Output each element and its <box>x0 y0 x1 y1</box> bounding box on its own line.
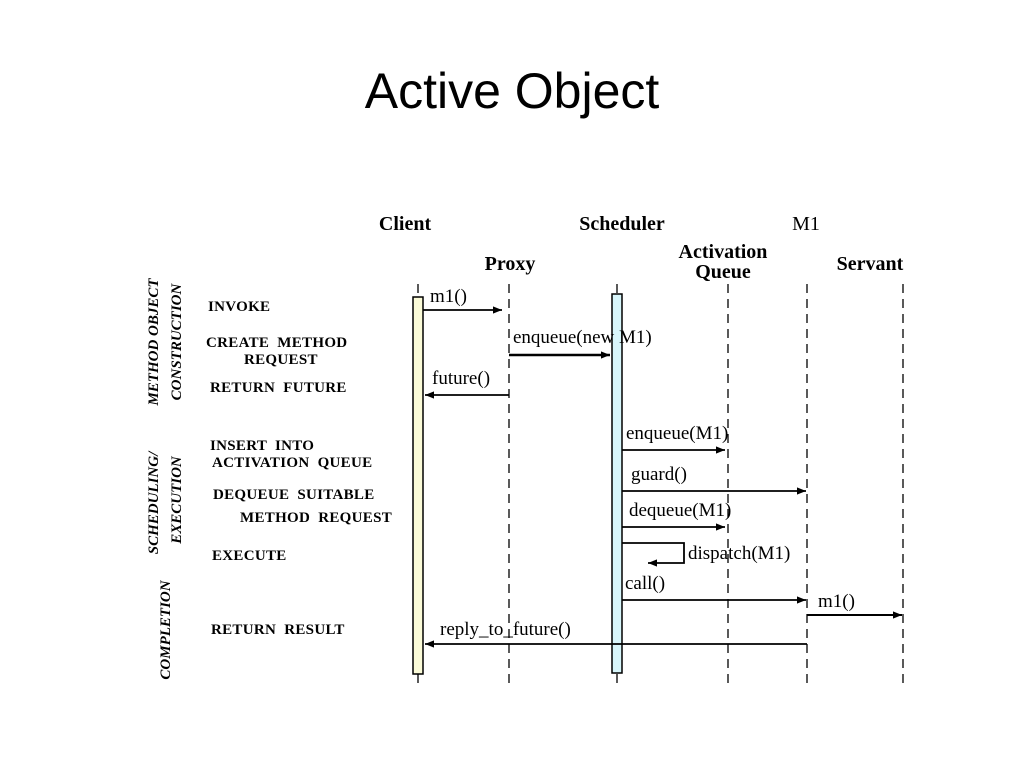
step-insert-queue-line1: INSERT INTO <box>210 438 314 454</box>
participant-client: Client <box>379 213 432 235</box>
participant-servant: Servant <box>837 253 904 275</box>
step-invoke: INVOKE <box>208 299 270 315</box>
msg-reply-to-future: reply_to_future() <box>440 619 571 640</box>
msg-call: call() <box>625 573 665 594</box>
step-return-future: RETURN FUTURE <box>210 380 347 396</box>
msg-future: future() <box>432 368 490 389</box>
msg-enqueue-new: enqueue(new M1) <box>513 327 652 348</box>
step-execute: EXECUTE <box>212 548 287 564</box>
client-activation-bar <box>412 296 424 675</box>
phase-scheduling-line2: EXECUTION <box>169 455 185 545</box>
msg-servant-m1: m1() <box>818 591 855 612</box>
msg-enqueue-m1: enqueue(M1) <box>626 423 728 444</box>
msg-m1-call: m1() <box>430 286 467 307</box>
participant-scheduler: Scheduler <box>579 213 665 235</box>
phase-method-object-line2: CONSTRUCTION <box>169 282 185 400</box>
phase-method-object-line1: METHOD OBJECT <box>146 278 162 407</box>
step-dequeue-line1: DEQUEUE SUITABLE <box>213 487 375 503</box>
step-create-method-line1: CREATE METHOD <box>206 335 347 351</box>
msg-dispatch-m1: dispatch(M1) <box>688 543 790 564</box>
scheduler-activation-bar <box>611 293 623 674</box>
step-return-result: RETURN RESULT <box>211 622 345 638</box>
phase-scheduling-line1: SCHEDULING/ <box>146 450 162 554</box>
participant-m1: M1 <box>792 213 820 235</box>
participant-proxy: Proxy <box>485 253 536 275</box>
slide-title: Active Object <box>364 63 660 119</box>
step-insert-queue-line2: ACTIVATION QUEUE <box>212 455 372 471</box>
step-dequeue-line2: METHOD REQUEST <box>240 510 392 526</box>
step-create-method-line2: REQUEST <box>244 352 318 368</box>
phase-completion: COMPLETION <box>158 579 174 679</box>
participant-activation-queue-line2: Queue <box>695 261 751 283</box>
arrow-dispatch-self <box>622 542 685 567</box>
participant-activation-queue-line1: Activation <box>679 241 768 263</box>
msg-guard: guard() <box>631 464 687 485</box>
msg-dequeue-m1: dequeue(M1) <box>629 500 731 521</box>
